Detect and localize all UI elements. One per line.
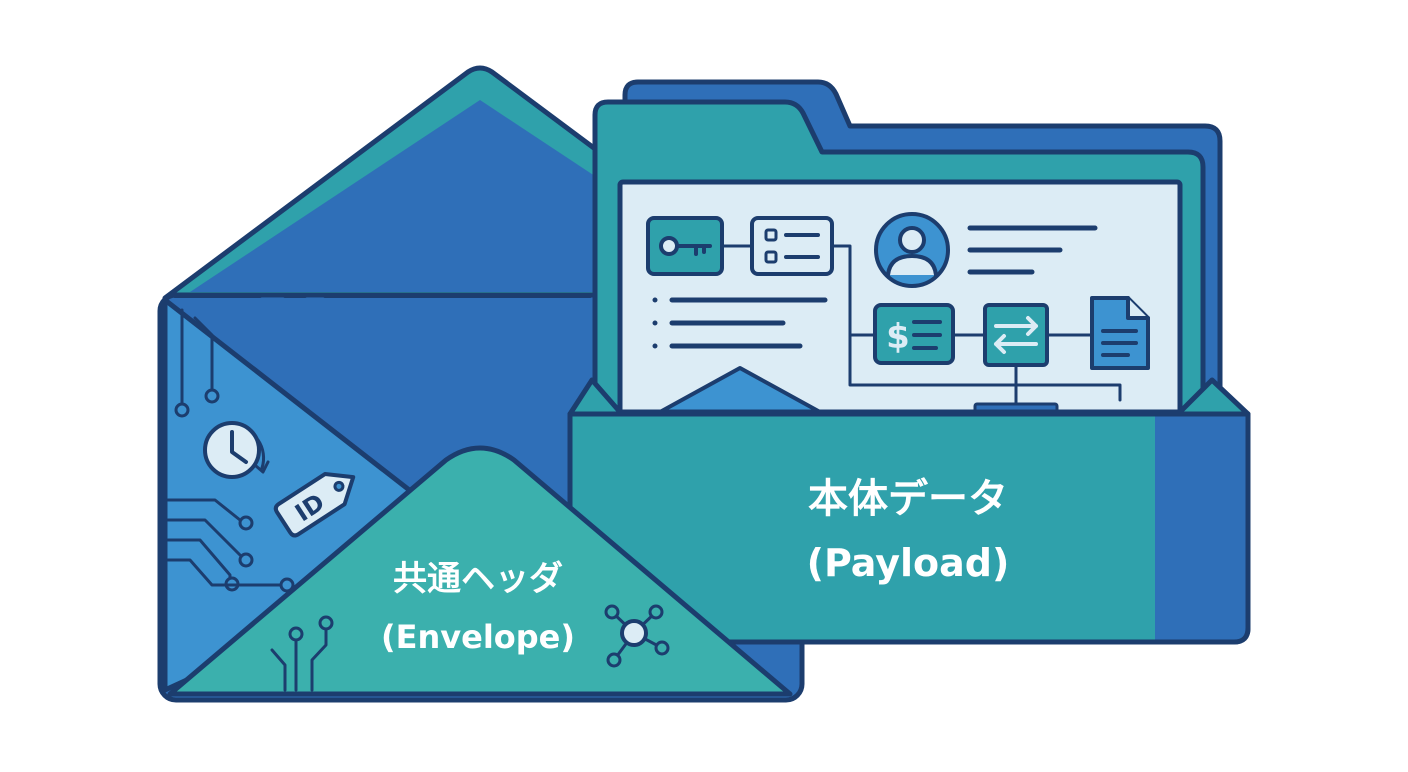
payload-label-primary: 本体データ xyxy=(808,476,1008,522)
content-text-lines xyxy=(652,297,828,349)
currency-icon: $ xyxy=(873,303,955,365)
folder: $ 本体データ xyxy=(567,79,1251,645)
avatar-icon xyxy=(874,212,950,288)
folder-pocket-side xyxy=(1155,414,1246,640)
clock-icon xyxy=(203,421,270,479)
envelope-label-primary: 共通ヘッダ xyxy=(393,559,563,599)
circuit-traces xyxy=(166,308,295,593)
envelope-front: 共通ヘッダ (Envelope) xyxy=(167,445,793,697)
envelope-label-secondary: (Envelope) xyxy=(381,618,575,656)
list-icon xyxy=(750,216,834,276)
transfer-arrows-icon xyxy=(983,303,1049,367)
profile-text-lines xyxy=(967,225,1098,275)
front-circuit-traces xyxy=(270,615,334,692)
id-tag-icon: ID xyxy=(273,472,356,538)
currency-symbol: $ xyxy=(886,317,910,357)
file-icon xyxy=(1090,296,1150,370)
network-node-icon xyxy=(604,604,670,668)
flow-connectors xyxy=(720,244,1122,410)
payload-label-secondary: (Payload) xyxy=(807,541,1010,585)
key-icon xyxy=(646,216,724,276)
